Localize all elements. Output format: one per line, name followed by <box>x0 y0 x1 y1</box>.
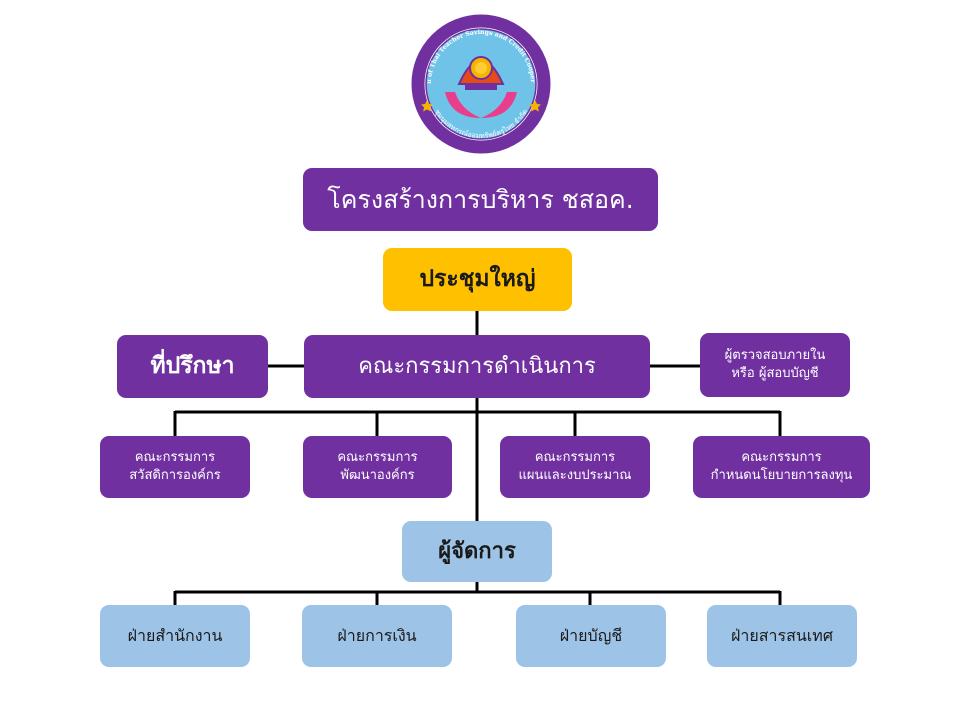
department-label: ฝ่ายสารสนเทศ <box>731 626 833 646</box>
committee-box-welfare: คณะกรรมการ สวัสดิการองค์กร <box>100 436 250 498</box>
executive-committee-box: คณะกรรมการดำเนินการ <box>304 335 650 398</box>
committee-line1: คณะกรรมการ <box>337 450 418 466</box>
general-meeting-box: ประชุมใหญ่ <box>383 248 572 311</box>
advisor-box: ที่ปรึกษา <box>117 335 268 398</box>
chart-title-text: โครงสร้างการบริหาร ชสอค. <box>327 184 634 214</box>
executive-committee-label: คณะกรรมการดำเนินการ <box>358 353 596 379</box>
auditor-box: ผู้ตรวจสอบภายใน หรือ ผู้สอบบัญชี <box>700 333 850 397</box>
chart-title: โครงสร้างการบริหาร ชสอค. <box>303 168 658 231</box>
committee-box-planning: คณะกรรมการ แผนและงบประมาณ <box>500 436 650 498</box>
committee-line1: คณะกรรมการ <box>741 450 822 466</box>
committee-line1: คณะกรรมการ <box>534 450 616 466</box>
committee-box-development: คณะกรรมการ พัฒนาองค์กร <box>303 436 452 498</box>
department-label: ฝ่ายบัญชี <box>559 626 623 646</box>
committee-line2: แผนและงบประมาณ <box>518 468 632 483</box>
advisor-label: ที่ปรึกษา <box>150 352 235 379</box>
cooperative-logo: The Federation of Thai Teacher Savings a… <box>411 14 551 154</box>
committee-line1: คณะกรรมการ <box>134 450 216 466</box>
department-box-it: ฝ่ายสารสนเทศ <box>707 605 857 667</box>
department-label: ฝ่ายสำนักงาน <box>127 626 223 646</box>
manager-box: ผู้จัดการ <box>402 521 552 582</box>
committee-line2: สวัสดิการองค์กร <box>129 468 221 483</box>
committee-line2: กำหนดนโยบายการลงทุน <box>710 468 853 483</box>
committee-box-investment: คณะกรรมการ กำหนดนโยบายการลงทุน <box>693 436 870 498</box>
department-label: ฝ่ายการเงิน <box>337 626 417 646</box>
department-box-office: ฝ่ายสำนักงาน <box>100 605 250 667</box>
auditor-line1: ผู้ตรวจสอบภายใน <box>724 348 826 364</box>
general-meeting-label: ประชุมใหญ่ <box>419 265 536 292</box>
manager-label: ผู้จัดการ <box>438 538 516 564</box>
department-box-accounting: ฝ่ายบัญชี <box>516 605 666 667</box>
committee-line2: พัฒนาองค์กร <box>340 468 415 483</box>
department-box-finance: ฝ่ายการเงิน <box>302 605 452 667</box>
auditor-line2: หรือ ผู้สอบบัญชี <box>731 366 819 381</box>
